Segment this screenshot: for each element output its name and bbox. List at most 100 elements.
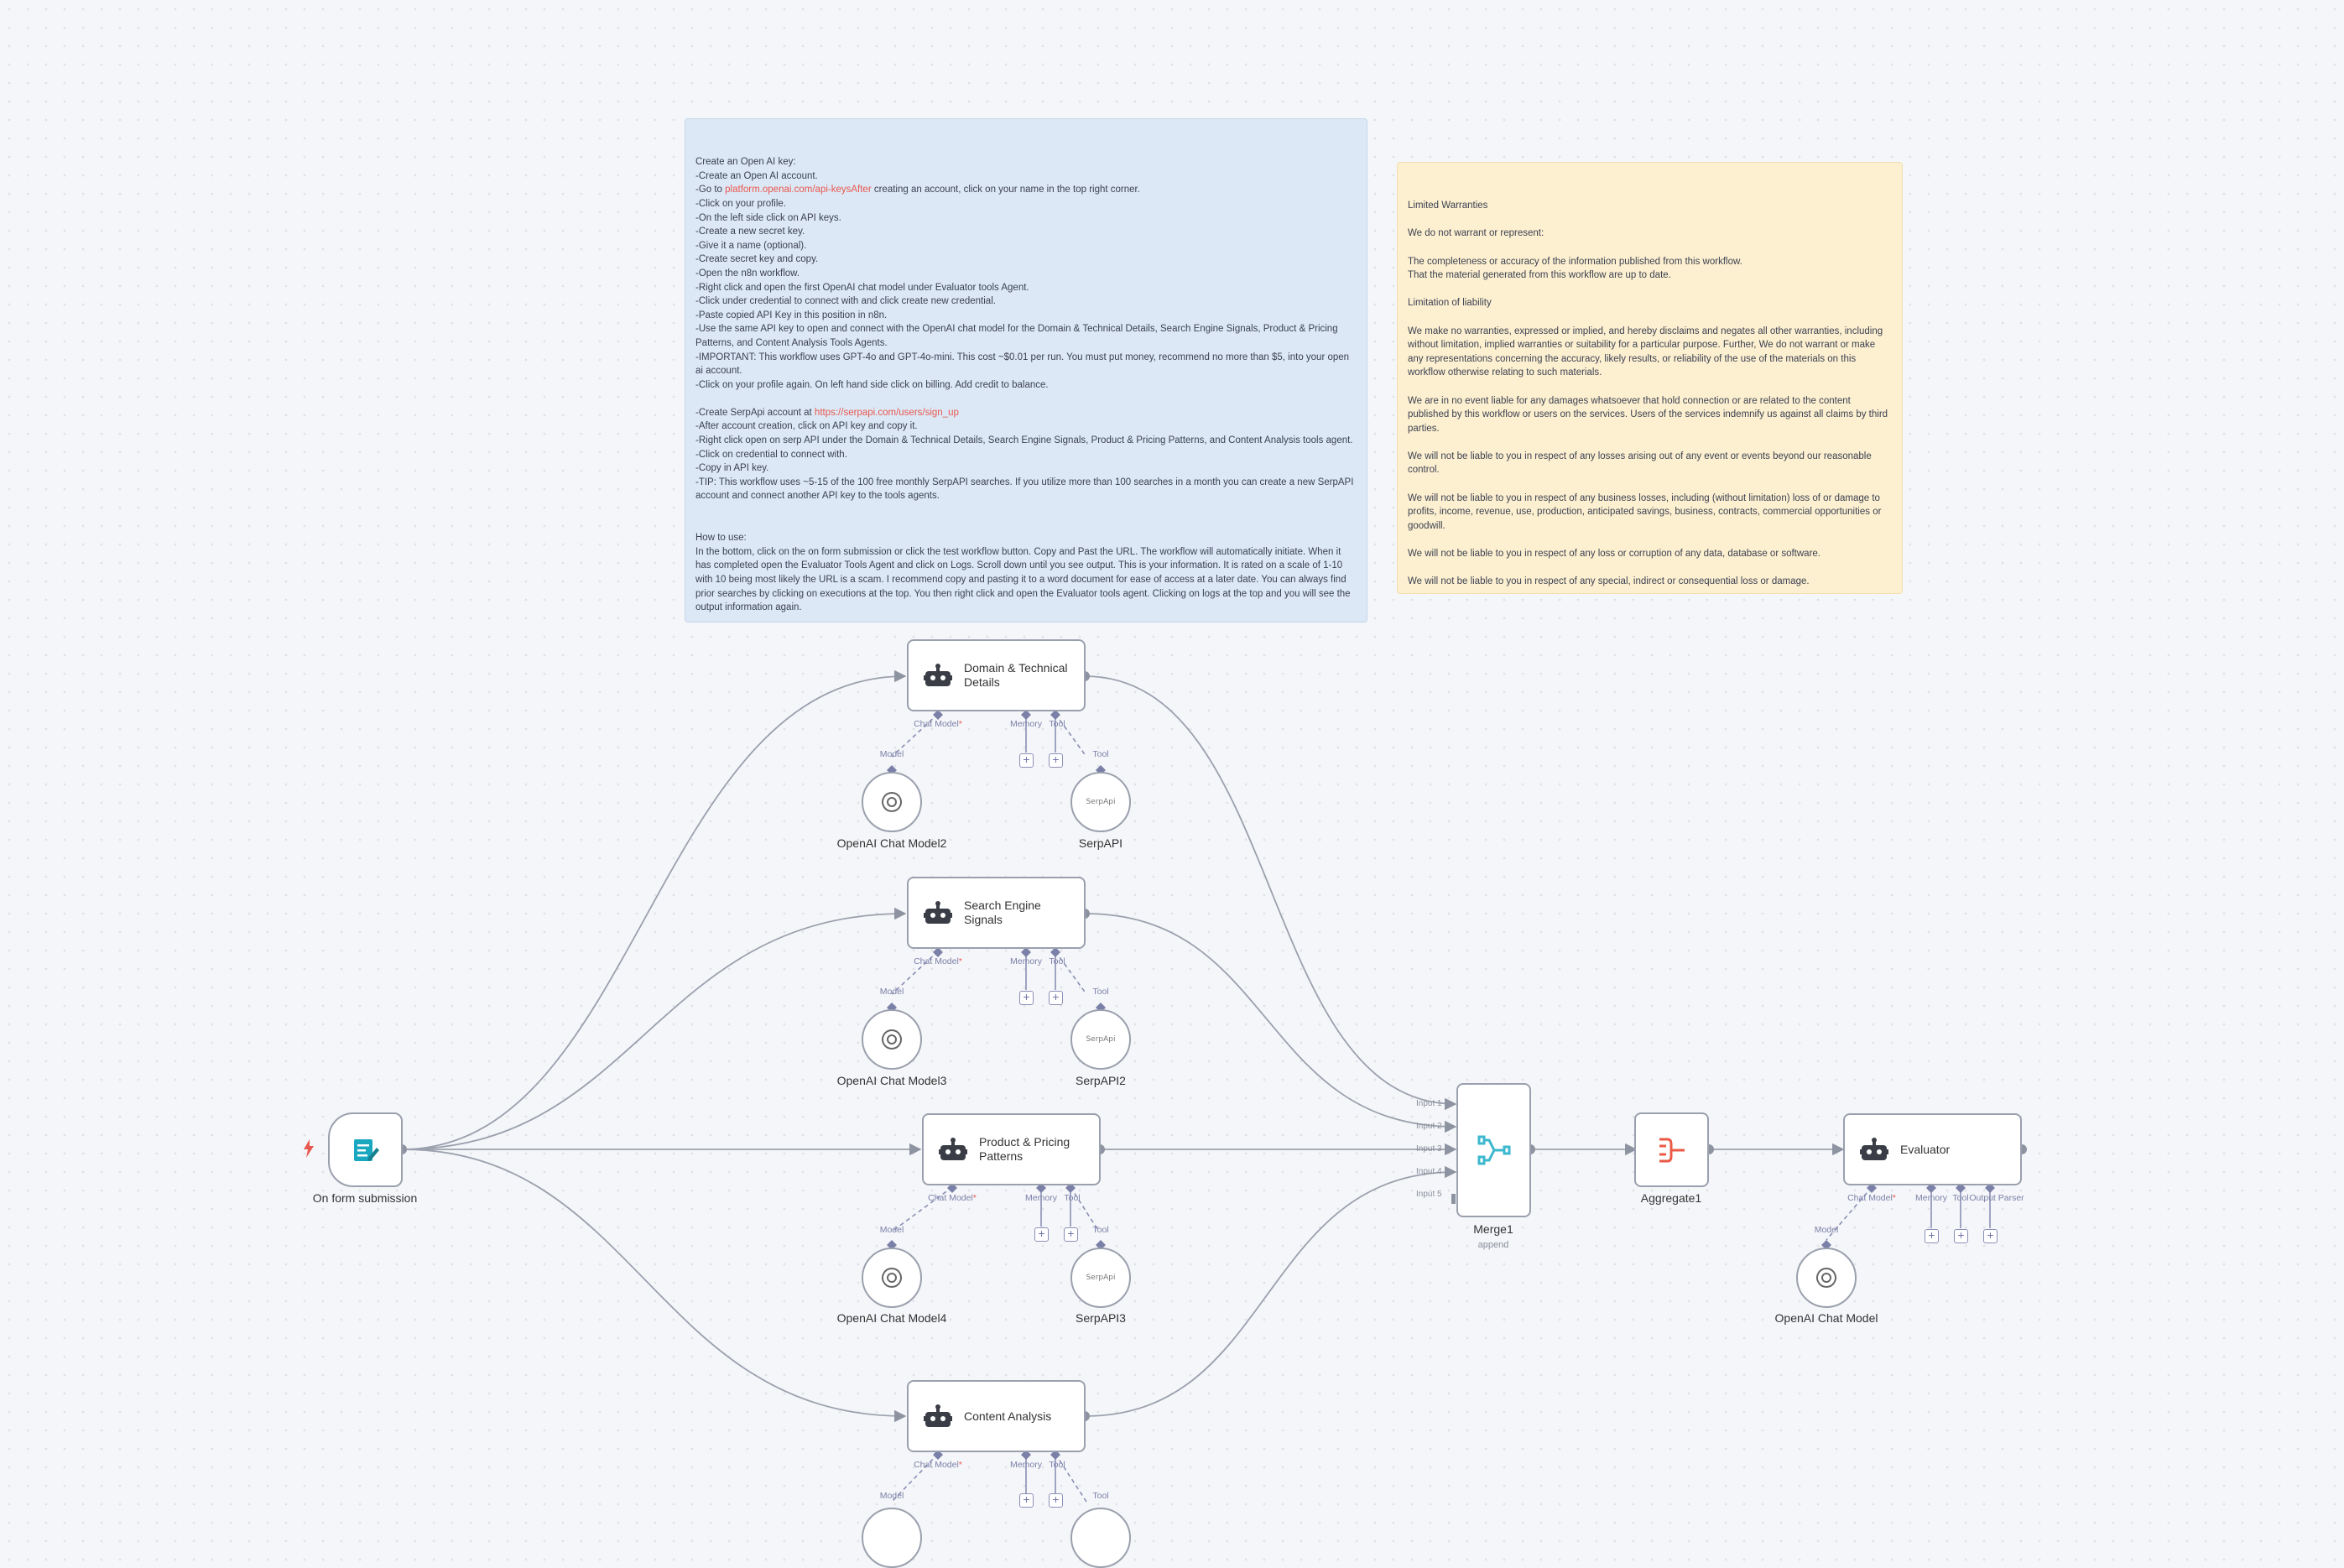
setup-line: -Create secret key and copy. (695, 254, 819, 265)
serpapi-label: SerpAPI (1078, 836, 1123, 850)
port-model-label: Model (879, 987, 904, 997)
add-tool-button[interactable]: + (1064, 1227, 1078, 1242)
openai-model-node[interactable] (1796, 1248, 1857, 1308)
robot-icon (924, 1404, 952, 1427)
openai-model-label: OpenAI Chat Model3 (836, 1074, 947, 1087)
merge-label: Merge1 (1473, 1222, 1513, 1236)
aggregate-icon (1659, 1138, 1685, 1162)
warranty-line: We will not be liable to you in respect … (1408, 576, 1810, 587)
warranty-text: Limited Warranties We do not warrant or … (1408, 199, 1892, 589)
openai-icon (882, 1268, 902, 1288)
port-model-label: Model (879, 1225, 904, 1235)
setup-line: -Paste copied API Key in this position i… (695, 310, 888, 320)
merge-input-label: Input 1 (1416, 1099, 1442, 1108)
port-tool-label: Tool (1092, 1491, 1109, 1501)
aggregate-node[interactable] (1634, 1112, 1709, 1187)
setup-line: -Right click and open the first OpenAI c… (695, 282, 1029, 293)
form-trigger-node[interactable] (328, 1112, 403, 1187)
setup-line: -After account creation, click on API ke… (695, 421, 918, 432)
warranty-line (1408, 561, 1892, 576)
setup-line: How to use: (695, 533, 747, 544)
setup-line: -Give it a name (optional). (695, 240, 807, 251)
serpapi-icon: SerpApi (1086, 1274, 1116, 1282)
setup-line: -Open the n8n workflow. (695, 268, 800, 279)
wire-domain-merge (1084, 675, 1457, 1111)
port-tool-label: Tool (1092, 749, 1109, 759)
robot-icon (924, 901, 952, 924)
warranty-line: The completeness or accuracy of the info… (1408, 256, 1742, 267)
openai-model-node-4[interactable] (862, 1248, 922, 1308)
trigger-bolt-icon (304, 1139, 314, 1158)
add-tool-button[interactable]: + (1049, 991, 1063, 1005)
serpapi-node[interactable]: SerpApi (1070, 772, 1131, 832)
setup-line: -Go to platform.openai.com/api-keysAfter… (695, 185, 1140, 195)
warranty-line: We make no warranties, expressed or impl… (1408, 326, 1886, 378)
add-memory-button[interactable]: + (1034, 1227, 1049, 1242)
setup-line: -Click on your profile again. On left ha… (695, 379, 1049, 390)
port-tool-label: Tool (1092, 1225, 1109, 1235)
form-icon (353, 1138, 379, 1161)
agent-node-evaluator[interactable]: Evaluator (1843, 1113, 2022, 1185)
openai-icon (882, 1029, 902, 1050)
add-memory-button[interactable]: + (1925, 1229, 1939, 1243)
agent-node-search-signals[interactable]: Search Engine Signals (907, 877, 1086, 949)
wire-content-merge (1084, 1165, 1457, 1417)
add-memory-button[interactable]: + (1019, 991, 1034, 1005)
setup-link[interactable]: https://serpapi.com/users/sign_up (814, 407, 959, 418)
setup-line: -Click on your profile. (695, 198, 787, 209)
warranty-line (1408, 477, 1892, 492)
add-tool-button[interactable]: + (1049, 753, 1063, 768)
port-chat-model-label: Chat Model* (1847, 1193, 1896, 1203)
setup-link[interactable]: platform.openai.com/api-keysAfter (725, 185, 872, 195)
agent-node-domain[interactable]: Domain & Technical Details (907, 639, 1086, 711)
openai-model-node-3[interactable] (862, 1009, 922, 1070)
agent-node-content-analysis[interactable]: Content Analysis (907, 1380, 1086, 1452)
port-model-label: Model (1814, 1225, 1839, 1235)
agent-title: Evaluator (1900, 1142, 1951, 1156)
port-model-label: Model (879, 749, 904, 759)
setup-line: -On the left side click on API keys. (695, 212, 841, 223)
serpapi-icon: SerpApi (1086, 798, 1116, 806)
openai-model-node-2[interactable] (862, 772, 922, 832)
setup-line (695, 392, 1357, 406)
serpapi-icon: SerpApi (1086, 1035, 1116, 1044)
port-chat-model-label: Chat Model* (914, 956, 962, 966)
sticky-note-warranty[interactable]: Limited Warranties We do not warrant or … (1397, 162, 1903, 594)
warranty-line: We are in no event liable for any damage… (1408, 395, 1891, 434)
sticky-note-setup[interactable]: Create an Open AI key: -Create an Open AI… (685, 118, 1367, 623)
add-memory-button[interactable]: + (1019, 753, 1034, 768)
serpapi-node[interactable]: SerpApi (1070, 1248, 1131, 1308)
port-tool-label: Tool (1049, 719, 1065, 729)
port-model-label: Model (879, 1491, 904, 1501)
robot-icon (924, 664, 952, 686)
warranty-line: That the material generated from this wo… (1408, 270, 1671, 281)
add-tool-button[interactable]: + (1954, 1229, 1968, 1243)
merge-mode-label: append (1477, 1240, 1509, 1250)
add-output-parser-button[interactable]: + (1983, 1229, 1998, 1243)
setup-line: -Right click open on serp API under the … (695, 435, 1353, 446)
setup-line: -Create an Open AI account. (695, 170, 818, 181)
setup-line: Create an Open AI key: (695, 157, 796, 168)
warranty-line (1408, 533, 1892, 547)
openai-model-label: OpenAI Chat Model4 (836, 1311, 947, 1325)
port-chat-model-label: Chat Model* (914, 719, 962, 729)
serpapi-node-partial[interactable] (1070, 1508, 1131, 1568)
port-tool-label: Tool (1064, 1193, 1081, 1203)
setup-instructions-text: Create an Open AI key: -Create an Open AI… (695, 155, 1357, 615)
robot-icon (939, 1138, 967, 1160)
add-tool-button[interactable]: + (1049, 1493, 1063, 1508)
warranty-line: Limited Warranties (1408, 201, 1488, 211)
port-memory-label: Memory (1025, 1193, 1057, 1203)
agent-node-product-pricing[interactable]: Product & Pricing Patterns (922, 1113, 1101, 1185)
add-memory-button[interactable]: + (1019, 1493, 1034, 1508)
setup-line: -Create a new secret key. (695, 227, 805, 237)
port-chat-model-label: Chat Model* (928, 1193, 977, 1203)
merge-node[interactable] (1456, 1083, 1531, 1217)
openai-model-node-partial[interactable] (862, 1508, 922, 1568)
merge-input-label: Input 2 (1416, 1122, 1442, 1131)
port-tool-label: Tool (1952, 1193, 1969, 1203)
serpapi-node[interactable]: SerpApi (1070, 1009, 1131, 1070)
serpapi-label: SerpAPI3 (1076, 1311, 1126, 1325)
warranty-line: We do not warrant or represent: (1408, 228, 1544, 239)
